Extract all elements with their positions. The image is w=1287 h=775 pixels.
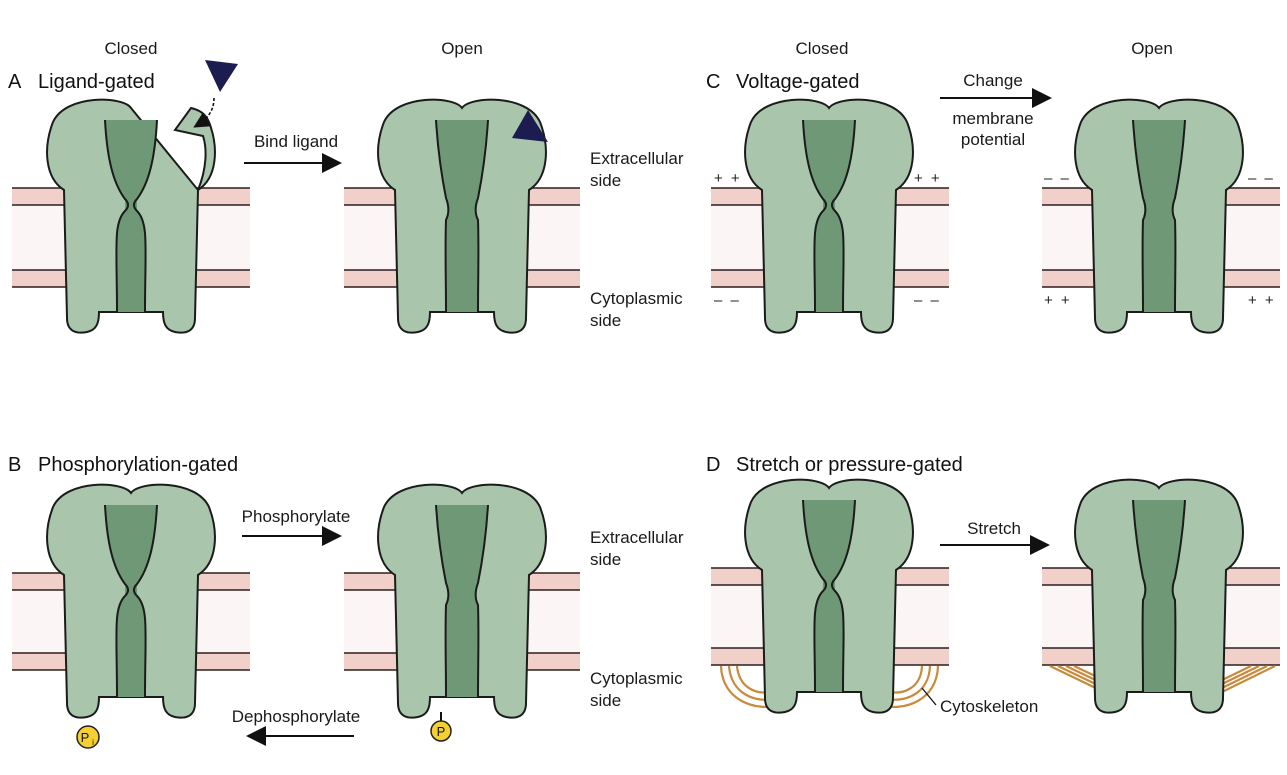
label-stretch: Stretch: [967, 519, 1021, 538]
charge-c-open-top-right: – –: [1248, 170, 1275, 187]
phosphate-bound-icon: [430, 720, 452, 742]
phosphate-bound-label: P: [437, 724, 446, 739]
panel-d-title: Stretch or pressure-gated: [736, 454, 963, 476]
label-a-open: Open: [441, 39, 483, 58]
charge-c-open-bottom-right: + +: [1248, 292, 1276, 309]
channel-c-open: [1074, 98, 1244, 334]
panel-a-title: Ligand-gated: [38, 71, 155, 93]
panel-b-letter: B: [8, 454, 21, 476]
panel-c-title: Voltage-gated: [736, 71, 859, 93]
channel-d-closed: [744, 478, 914, 714]
charge-c-open-top-left: – –: [1044, 170, 1071, 187]
label-cytoplasmic-bottom: Cytoplasmic: [590, 669, 683, 688]
label-dephosphorylate: Dephosphorylate: [232, 707, 361, 726]
label-potential: potential: [961, 130, 1025, 149]
label-cytoplasmic-side-bottom: side: [590, 691, 621, 710]
channel-d-open: [1074, 478, 1244, 714]
panel-c-letter: C: [706, 71, 720, 93]
cytoskeleton-pointer: [921, 687, 937, 706]
charge-c-closed-top-right: + +: [914, 170, 942, 187]
phosphate-free-label: P: [81, 730, 90, 745]
phosphate-free-icon: [76, 725, 100, 749]
label-change: Change: [963, 71, 1023, 90]
panel-d-letter: D: [706, 454, 720, 476]
label-c-open: Open: [1131, 39, 1173, 58]
ligand-free: [205, 60, 238, 92]
phosphate-free-subscript: i: [92, 738, 94, 747]
channel-b-open: [377, 483, 547, 719]
channel-a-closed: [46, 98, 216, 334]
label-c-closed: Closed: [796, 39, 849, 58]
ligand-bound: [512, 110, 548, 142]
label-a-closed: Closed: [105, 39, 158, 58]
label-phosphorylate: Phosphorylate: [242, 507, 351, 526]
label-extracellular-side-top: side: [590, 171, 621, 190]
panel-b-title: Phosphorylation-gated: [38, 454, 238, 476]
label-extracellular-side-bottom: side: [590, 550, 621, 569]
label-cytoplasmic-top: Cytoplasmic: [590, 289, 683, 308]
label-cytoplasmic-side-top: side: [590, 311, 621, 330]
label-extracellular-top: Extracellular: [590, 149, 684, 168]
charge-c-closed-top-left: + +: [714, 170, 742, 187]
label-cytoskeleton: Cytoskeleton: [940, 697, 1038, 716]
channel-b-closed: [46, 483, 216, 719]
panel-a-letter: A: [8, 71, 22, 93]
channel-c-closed: [744, 98, 914, 334]
charge-c-closed-bottom-left: – –: [714, 292, 741, 309]
label-extracellular-bottom: Extracellular: [590, 528, 684, 547]
label-bind-ligand: Bind ligand: [254, 132, 338, 151]
label-membrane: membrane: [952, 109, 1033, 128]
ligand-path-arrow: [193, 97, 215, 128]
charge-c-closed-bottom-right: – –: [914, 292, 941, 309]
charge-c-open-bottom-left: + +: [1044, 292, 1072, 309]
